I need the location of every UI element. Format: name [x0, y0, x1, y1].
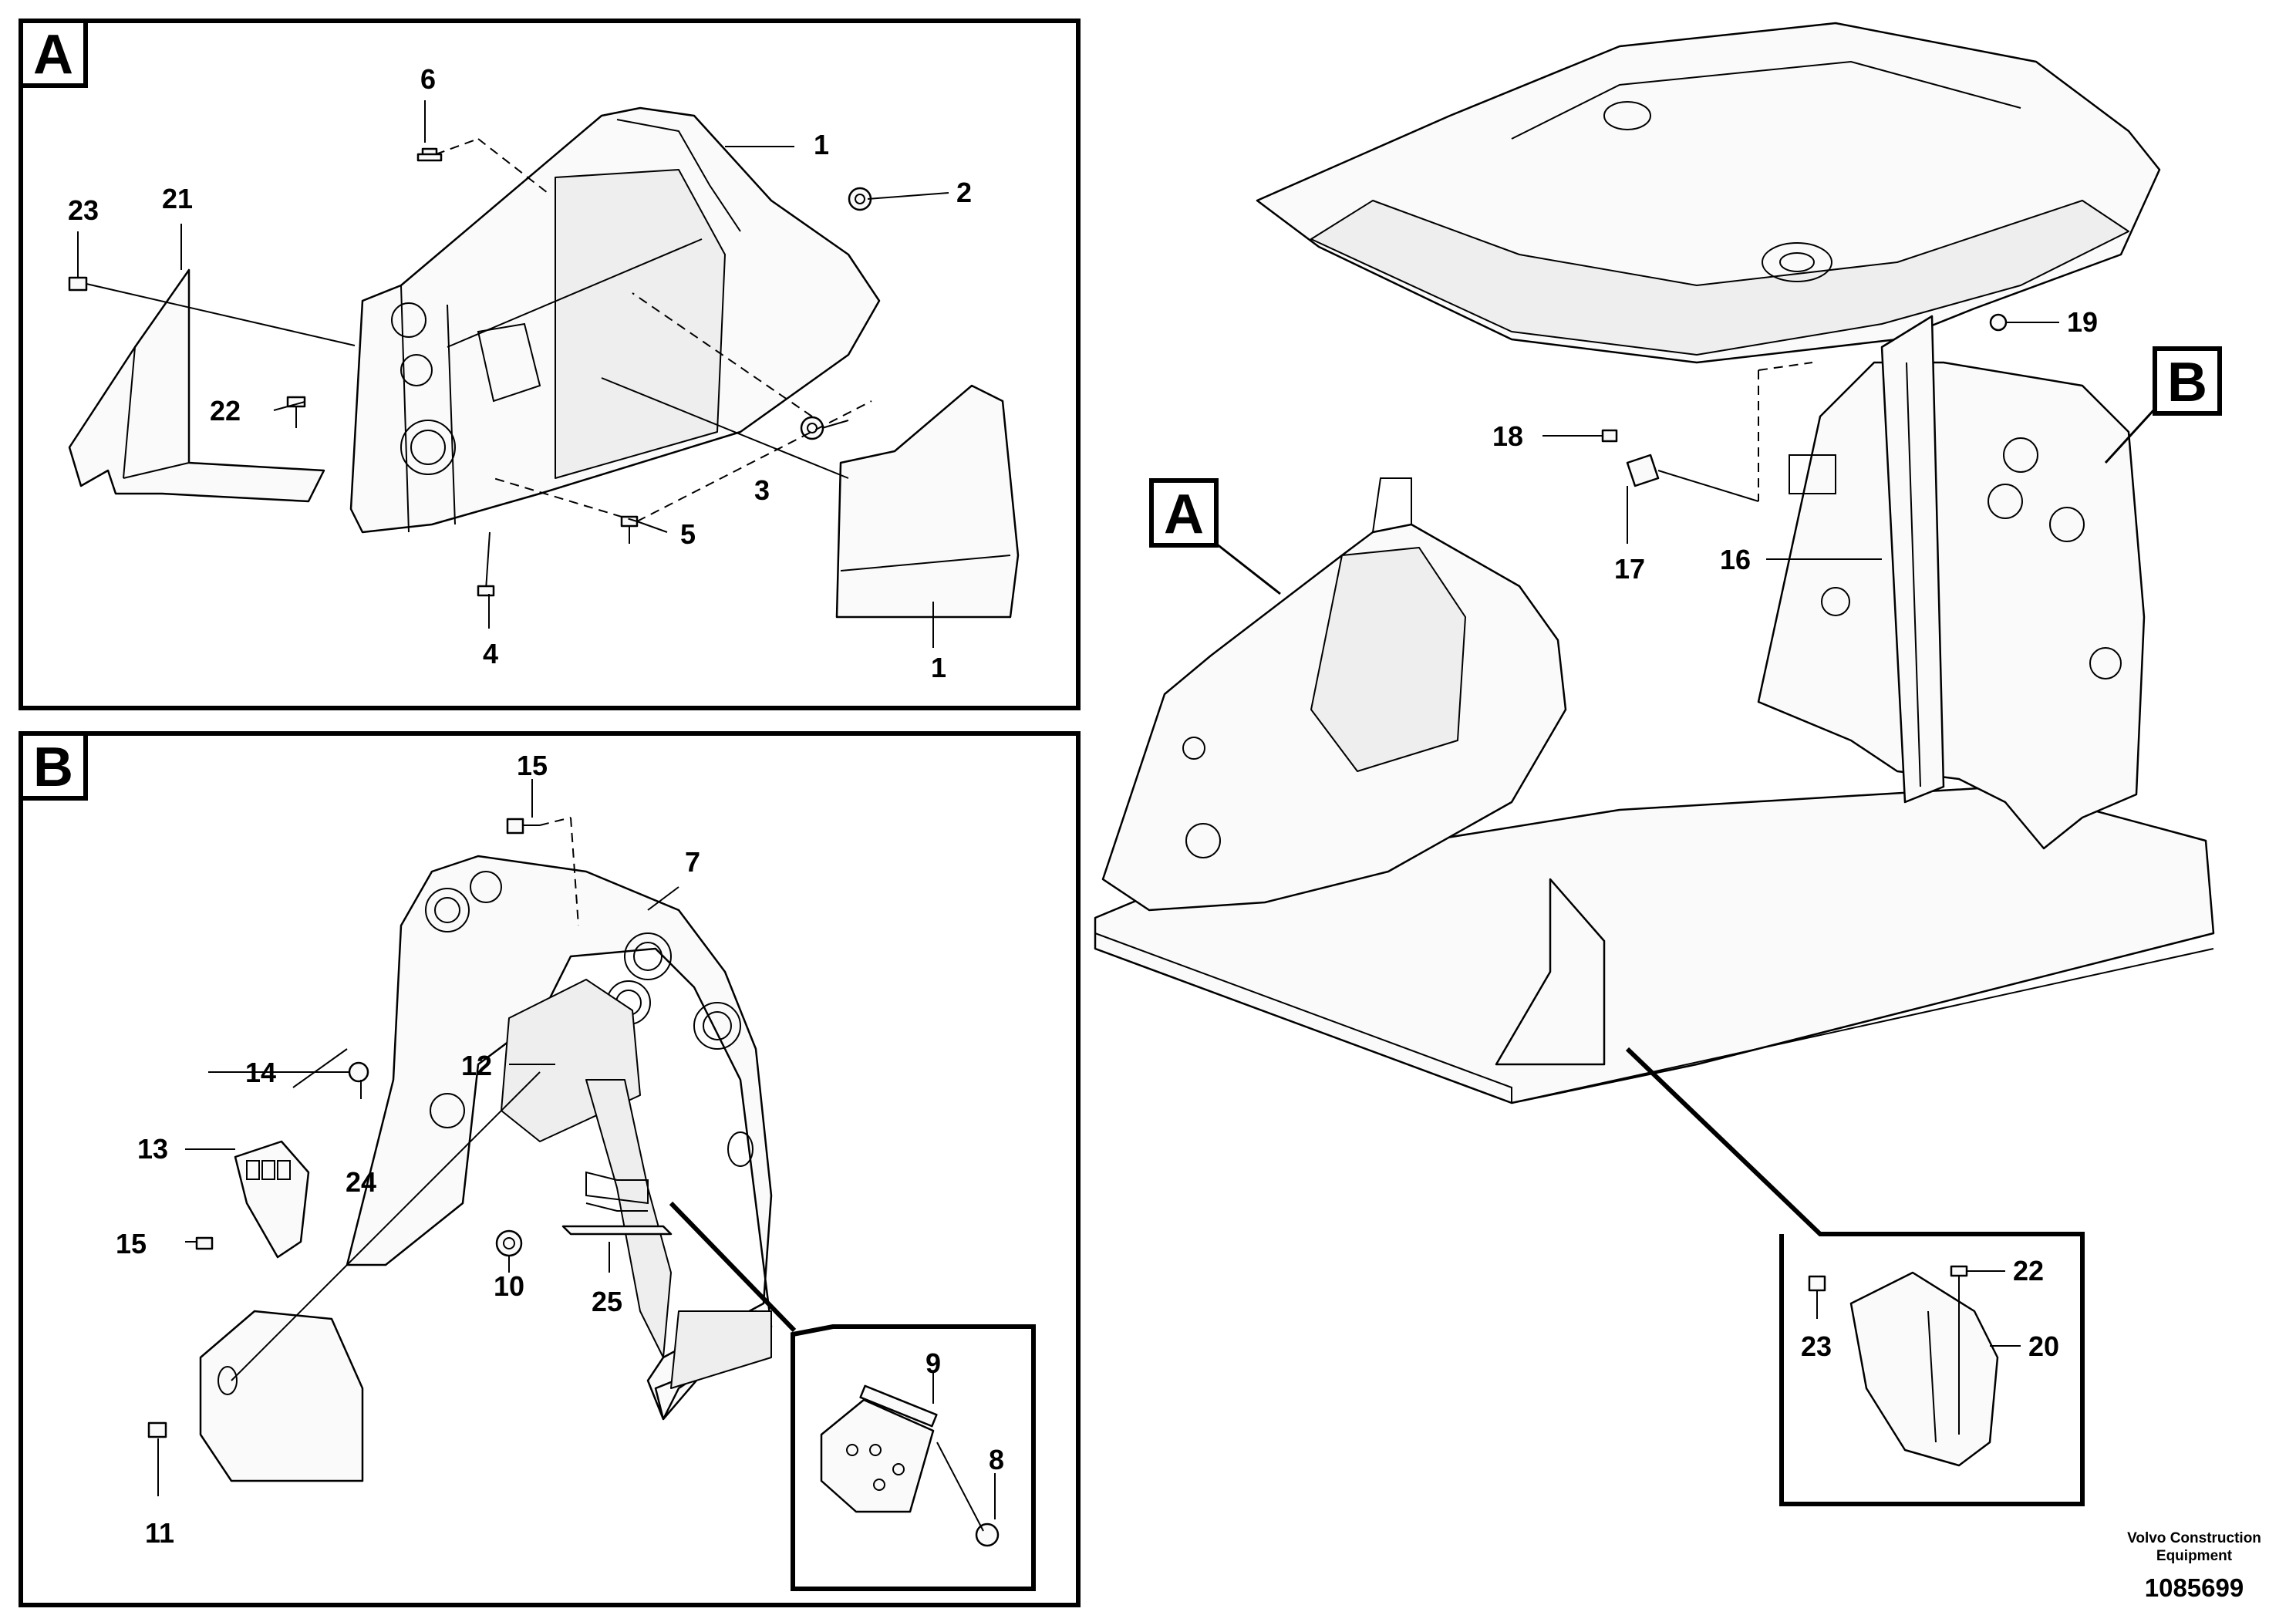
b-pillar-trim [346, 855, 773, 1421]
panel-a-letter-box [19, 19, 88, 88]
overview-washer-19 [1989, 313, 2008, 332]
detail-panel-a: A [19, 19, 1081, 710]
callout-a-21: 21 [162, 183, 193, 214]
a-vent-round [391, 302, 426, 338]
b-screw-11 [147, 1421, 167, 1438]
a-side-cover [835, 384, 1020, 619]
callout-b-15-left: 15 [116, 1228, 147, 1259]
credit-block: Volvo Construction Equipment 1085699 [2127, 1530, 2261, 1602]
overview-tag-a-box [1149, 478, 1219, 548]
a-vent-large [400, 420, 456, 475]
a-screw-4 [477, 531, 495, 597]
panel-b-letter-box [19, 731, 88, 801]
drawing-number: 1085699 [2145, 1573, 2244, 1602]
callout-a-6: 6 [420, 63, 436, 95]
callout-a-2: 2 [956, 177, 972, 208]
overview-screw-18 [1601, 429, 1618, 443]
a-bracket-21 [68, 268, 325, 503]
a-screw-6 [416, 147, 443, 162]
callout-a-1-bottom: 1 [931, 652, 946, 683]
callout-b-12: 12 [461, 1050, 492, 1081]
b-vent-bezel-13 [234, 1140, 310, 1259]
b-storage-cover [199, 1310, 364, 1482]
b-screw-15-left [195, 1236, 214, 1250]
callout-o-17: 17 [1614, 553, 1645, 585]
callout-b-25: 25 [592, 1286, 622, 1317]
overview-tag-b-box [2153, 346, 2222, 416]
b-hinge-inset [669, 1201, 1036, 1591]
callout-o-23: 23 [1801, 1330, 1832, 1362]
a-clip-2 [848, 187, 872, 211]
inset-screw-23 [1808, 1275, 1826, 1292]
callout-a-4: 4 [483, 638, 498, 669]
overview-bracket [1495, 878, 1606, 1066]
callout-o-18: 18 [1492, 420, 1523, 452]
b-clip-14 [348, 1061, 369, 1083]
overview-pillar-b [1757, 361, 2146, 850]
detail-panel-b: B [19, 731, 1081, 1607]
b-mat-25 [561, 1225, 673, 1236]
callout-o-16: 16 [1720, 544, 1751, 575]
callout-a-23: 23 [68, 194, 99, 226]
b-nut-10 [495, 1229, 523, 1257]
callout-b-8: 8 [989, 1444, 1004, 1475]
a-screw-23 [68, 276, 88, 292]
callout-b-15-top: 15 [517, 750, 548, 781]
callout-o-20: 20 [2028, 1330, 2059, 1362]
b-rivet-8 [975, 1523, 1000, 1547]
panel-b-letter: B [33, 737, 73, 798]
b-screw-15-top [506, 818, 540, 835]
callout-o-19: 19 [2067, 306, 2098, 338]
callout-a-5: 5 [680, 518, 696, 550]
callout-o-22: 22 [2013, 1255, 2044, 1286]
panel-a-frame [19, 19, 1081, 710]
callout-b-9: 9 [925, 1347, 941, 1379]
a-console-trim [349, 106, 881, 534]
callout-a-3: 3 [754, 474, 770, 506]
overview-tag-a: A [1164, 484, 1204, 545]
callout-b-11: 11 [145, 1517, 174, 1549]
overview-bracket-inset [1625, 1047, 2085, 1506]
callout-a-1-top: 1 [814, 129, 829, 160]
callout-b-13: 13 [137, 1133, 168, 1165]
overview-clip-17 [1626, 454, 1660, 487]
callout-b-14: 14 [245, 1057, 276, 1088]
cab-overview: A B 19 18 17 16 22 20 23 [1094, 22, 2222, 1506]
panel-b-frame [19, 731, 1081, 1607]
inset-bracket-20 [1849, 1271, 1999, 1467]
credit-line-2: Equipment [2156, 1548, 2233, 1564]
inset-screw-22 [1950, 1265, 1968, 1277]
panel-a-letter: A [33, 24, 73, 86]
callout-b-24: 24 [346, 1166, 376, 1198]
overview-tag-b: B [2167, 352, 2207, 413]
callout-a-22: 22 [210, 395, 241, 427]
credit-line-1: Volvo Construction [2127, 1530, 2261, 1546]
callout-b-7: 7 [685, 846, 700, 878]
callout-b-10: 10 [494, 1270, 524, 1302]
